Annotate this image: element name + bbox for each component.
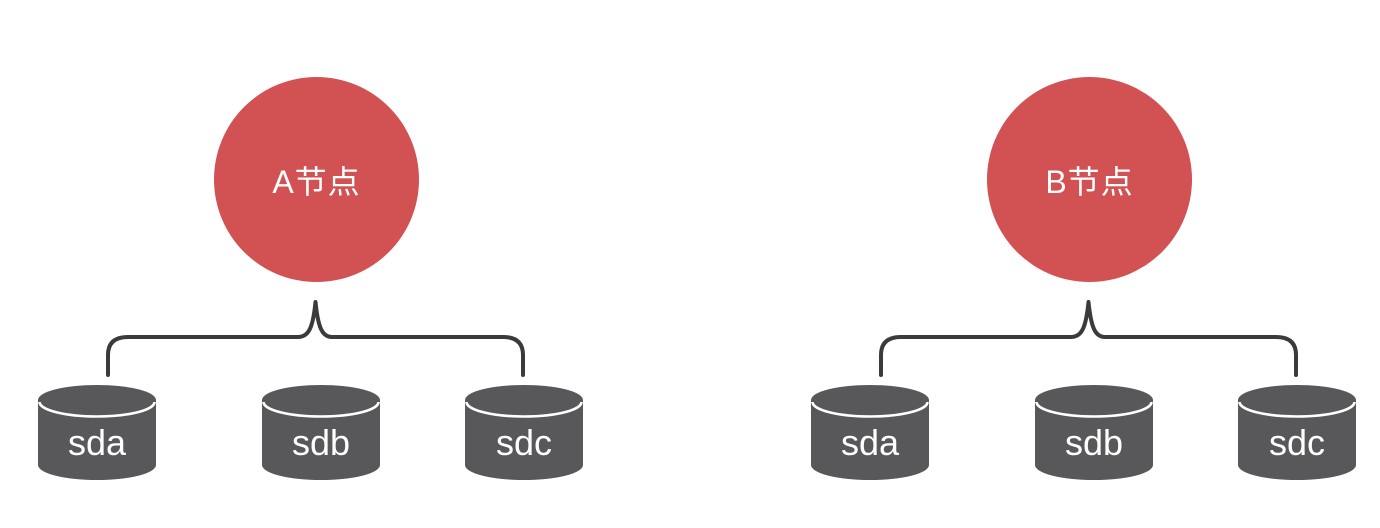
cylinder-highlight-arc: [1035, 401, 1153, 418]
database-cylinder-icon: [38, 385, 156, 480]
disk-b-sda: sda: [811, 385, 929, 480]
disk-label: sdc: [1268, 421, 1326, 463]
node-b-label: B节点: [1045, 163, 1134, 200]
curly-brace-path: [879, 300, 1298, 377]
node-a-label: A节点: [272, 163, 361, 200]
disk-label: sdb: [291, 421, 351, 463]
node-b-circle: B节点: [987, 77, 1192, 282]
node-a-circle: A节点: [214, 77, 419, 282]
disk-label: sdb: [1064, 421, 1124, 463]
disk-label: sda: [840, 421, 900, 463]
cylinder-body: [1035, 385, 1153, 480]
disk-b-sdc: sdc: [1238, 385, 1356, 480]
curly-brace-a: [106, 300, 525, 377]
disk-a-sdb: sdb: [262, 385, 380, 480]
database-cylinder-icon: [1035, 385, 1153, 480]
curly-brace-b: [879, 300, 1298, 377]
disk-b-sdb: sdb: [1035, 385, 1153, 480]
cylinder-body: [811, 385, 929, 480]
database-cylinder-icon: [811, 385, 929, 480]
cylinder-body: [262, 385, 380, 480]
node-group-b: B节点 sda sdb sdc: [811, 0, 1357, 528]
database-cylinder-icon: [465, 385, 583, 480]
cylinder-highlight-arc: [465, 401, 583, 418]
cylinder-body: [1238, 385, 1356, 480]
cylinder-highlight-arc: [38, 401, 156, 418]
cylinder-body: [38, 385, 156, 480]
node-group-a: A节点 sda sdb sdc: [38, 0, 584, 528]
cylinder-highlight-arc: [811, 401, 929, 418]
cylinder-highlight-arc: [262, 401, 380, 418]
cylinder-highlight-arc: [1238, 401, 1356, 418]
curly-brace-path: [106, 300, 525, 377]
disk-a-sdc: sdc: [465, 385, 583, 480]
database-cylinder-icon: [262, 385, 380, 480]
database-cylinder-icon: [1238, 385, 1356, 480]
disk-label: sda: [67, 421, 127, 463]
cylinder-body: [465, 385, 583, 480]
disk-a-sda: sda: [38, 385, 156, 480]
disk-label: sdc: [495, 421, 553, 463]
